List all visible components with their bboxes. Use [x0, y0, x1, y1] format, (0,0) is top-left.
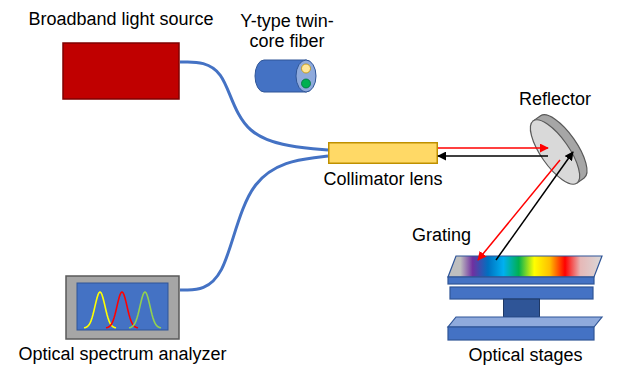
fiber-cable: [180, 156, 328, 290]
light-beam-arrow: [438, 147, 548, 149]
fiber-core: [302, 79, 311, 88]
diffraction-grating-shape: [448, 255, 603, 285]
collimator-lens-shape: [328, 142, 438, 164]
optical-stages-shape: [448, 287, 603, 341]
node-label: Reflector: [519, 89, 591, 110]
spectrum-peak: [106, 292, 138, 328]
light-source-box-shape: [62, 42, 180, 100]
twin-core-fiber-icon-shape: [256, 58, 318, 94]
node-label: Grating: [412, 225, 471, 246]
stage-plate: [450, 287, 593, 299]
twin-core-fiber-icon: Y-type twin-core fiber: [256, 58, 318, 94]
grating-edge: [448, 277, 594, 284]
reflector-mirror: Reflector: [505, 112, 605, 192]
node-label: Optical spectrum analyzer: [18, 344, 226, 365]
node-label: Y-type twin-core fiber: [226, 11, 348, 52]
light-source-box: Broadband light source: [62, 42, 180, 100]
node-label: Broadband light source: [28, 9, 213, 30]
stage-column: [504, 299, 540, 317]
fiber-end-face: [296, 60, 316, 92]
spectrum-peak: [84, 292, 116, 328]
node-label: Collimator lens: [323, 169, 442, 190]
light-beam-arrow: [438, 155, 548, 157]
spectrum-analyzer-shape: [65, 275, 180, 340]
mirror-face: [522, 113, 589, 191]
analyzer-screen: [77, 283, 168, 330]
fiber-core: [302, 64, 311, 73]
spectrum-peak: [129, 292, 161, 328]
spectrum-analyzer: Optical spectrum analyzer: [65, 275, 180, 340]
node-label: Optical stages: [468, 345, 582, 366]
analyzer-housing: [66, 276, 179, 339]
lens-tube: [329, 143, 438, 164]
light-beam-arrow: [478, 160, 560, 260]
diffraction-grating: Grating: [448, 255, 603, 285]
stage-base: [448, 327, 594, 340]
grating-surface: [448, 256, 602, 277]
optical-stages: Optical stages: [448, 287, 603, 341]
source-housing: [63, 43, 179, 99]
light-beam-arrow: [496, 152, 573, 260]
reflector-mirror-shape: [505, 112, 605, 192]
fiber-body: [255, 60, 315, 92]
stage-base-top: [448, 317, 602, 327]
collimator-lens: Collimator lens: [328, 142, 438, 164]
